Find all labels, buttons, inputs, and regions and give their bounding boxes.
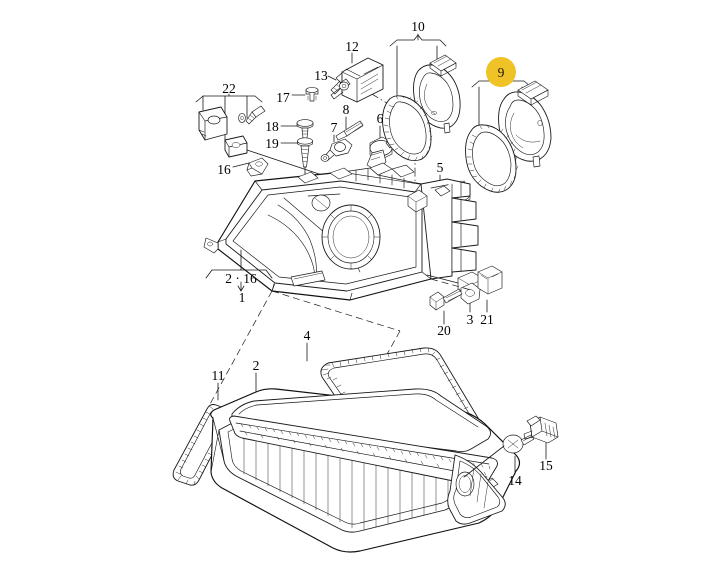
part-8-spring-clip [335,116,364,141]
callout-label-7: 7 [331,120,338,135]
callout-label-18: 18 [265,119,279,134]
part-16-mounting-clip [232,157,269,177]
part-17-grommet [291,87,319,102]
callout-label-1: 1 [239,290,246,305]
callout-label-4: 4 [304,328,311,343]
part-10-bulb-cover-cap [382,33,461,162]
part-12-range-motor [330,52,384,103]
callout-labels: 1 2 · 16 2 3 4 5 6 7 8 9 10 11 12 13 14 … [212,19,554,488]
part-7-retaining-clip [320,134,353,162]
part-14-turn-signal-bulb [463,434,535,478]
part-18-washer-screw [280,119,314,139]
callout-label-20: 20 [437,323,451,338]
callout-label-22: 22 [222,81,236,96]
callout-label-11: 11 [212,368,225,383]
part-20-hex-bolt [429,288,463,325]
callout-label-8: 8 [343,102,350,117]
part-15-bulb-socket [523,415,559,460]
part-22-bracket-set [195,93,329,178]
callout-bracket-2-16 [205,249,273,292]
callout-label-6: 6 [377,111,384,126]
callout-label-16: 16 [217,162,231,177]
callout-label-15: 15 [539,458,553,473]
callout-label-3: 3 [467,312,474,327]
callout-label-17: 17 [276,90,290,105]
callout-label-13: 13 [314,68,328,83]
callout-label-9: 9 [498,65,505,80]
callout-label-2: 2 [253,358,260,373]
highlight-circle-item-9 [486,57,516,87]
part-9-sealing-cap [465,72,552,194]
part-19-self-tapping-screw [280,137,313,177]
callout-label-10: 10 [411,19,425,34]
part-2-headlight-lens [210,372,521,553]
callout-label-2-16: 2 · 16 [225,271,257,286]
part-21-connector [477,265,503,313]
part-3-adjuster-bracket [426,271,485,313]
part-1-headlight-housing [203,162,479,301]
callout-label-21: 21 [480,312,494,327]
callout-label-14: 14 [508,473,522,488]
callout-label-12: 12 [345,39,359,54]
callout-label-19: 19 [265,136,279,151]
callout-label-5: 5 [437,160,444,175]
